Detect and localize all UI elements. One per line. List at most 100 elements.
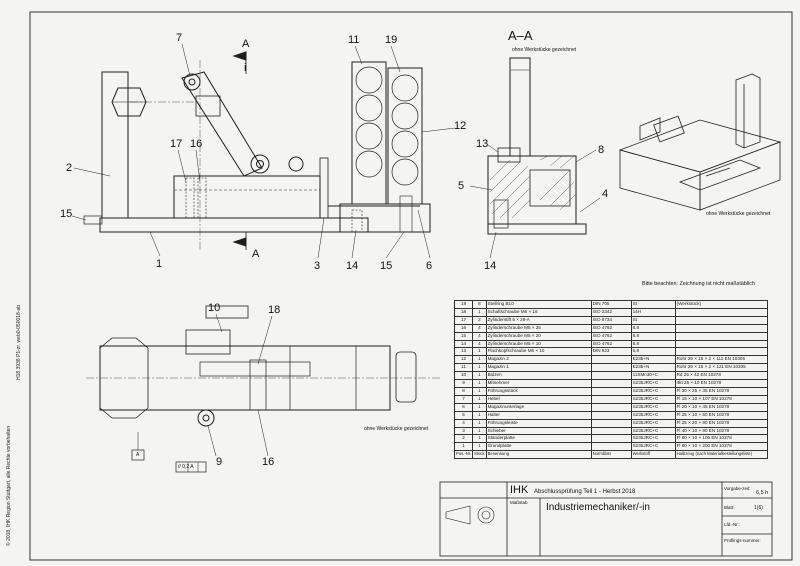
parts-cell-pos: 13 bbox=[453, 347, 474, 357]
parts-cell-blank bbox=[674, 307, 769, 317]
parts-cell-norm: ISO 8734 bbox=[590, 315, 632, 325]
parts-cell-norm: ISO 4762 bbox=[590, 323, 632, 333]
parts-cell-name: Benennung bbox=[485, 450, 592, 460]
title-time-value: 6,5 h bbox=[756, 490, 769, 496]
parts-cell-qty: 1 bbox=[472, 394, 487, 404]
parts-cell-mat: S235JRC+C bbox=[630, 418, 676, 428]
parts-cell-pos: 5 bbox=[453, 410, 474, 420]
parts-cell-pos: 10 bbox=[453, 371, 474, 381]
parts-cell-name: Halter bbox=[485, 410, 592, 420]
datum-label: A bbox=[136, 452, 140, 458]
parts-cell-norm bbox=[590, 363, 632, 373]
parts-cell-qty: 4 bbox=[472, 339, 487, 349]
parts-cell-mat: S235JRC+C bbox=[630, 434, 676, 444]
parts-cell-norm bbox=[590, 402, 632, 412]
parts-cell-name: Hebel bbox=[485, 394, 592, 404]
parts-cell-qty: 1 bbox=[472, 386, 487, 396]
title-main: Industriemechaniker/-in bbox=[546, 502, 650, 513]
parts-cell-name: Zylinderstift 5 × 28-A bbox=[485, 315, 592, 325]
parts-cell-name: Magazin 2 bbox=[485, 355, 592, 365]
parts-cell-blank bbox=[674, 339, 769, 349]
parts-cell-norm bbox=[590, 426, 632, 436]
parts-cell-pos: Pos.-Nr. bbox=[453, 450, 474, 460]
title-time-label: Vorgabe-zeit: bbox=[724, 486, 751, 491]
parts-cell-blank bbox=[674, 347, 769, 357]
balloon-16-plan: 16 bbox=[262, 456, 275, 468]
balloon-17: 17 bbox=[170, 138, 183, 150]
parts-cell-mat: S235JRC+C bbox=[630, 426, 676, 436]
section-mark-bottom: A bbox=[252, 248, 260, 260]
parts-cell-norm: DIN 923 bbox=[590, 347, 632, 357]
parts-cell-mat: S235JRC+C bbox=[630, 394, 676, 404]
parts-cell-norm: ISO 2342 bbox=[590, 307, 632, 317]
parts-cell-norm: DIN 705 bbox=[590, 300, 632, 309]
parts-cell-qty: 1 bbox=[472, 402, 487, 412]
parts-cell-name: Mitnehmer bbox=[485, 379, 592, 388]
parts-cell-blank: 4kt 25 × 10 EN 10278 bbox=[674, 379, 769, 388]
title-candidate-label: Prüflings-nummer: bbox=[724, 538, 761, 543]
parts-cell-mat: S235JRC+C bbox=[630, 386, 676, 396]
parts-cell-mat: S235JRC+C bbox=[630, 402, 676, 412]
balloon-3: 3 bbox=[314, 260, 321, 272]
parts-cell-norm bbox=[590, 371, 632, 381]
parts-cell-name: Führungsleiste bbox=[485, 418, 592, 428]
parts-cell-pos: 19 bbox=[453, 300, 474, 309]
parts-cell-qty: 4 bbox=[472, 331, 487, 341]
parts-cell-mat: 5.8 bbox=[630, 347, 676, 357]
parts-cell-qty: 2 bbox=[472, 315, 487, 325]
sheet-border bbox=[29, 11, 793, 561]
balloon-14: 14 bbox=[346, 260, 359, 272]
parts-cell-pos: 14 bbox=[453, 339, 474, 349]
parts-cell-pos: 3 bbox=[453, 426, 474, 436]
scale-note: Bitte beachten: Zeichnung ist nicht maßs… bbox=[642, 281, 755, 287]
parts-cell-norm bbox=[590, 418, 632, 428]
section-mark-top-sub: i bbox=[244, 62, 247, 74]
parts-cell-blank bbox=[674, 331, 769, 341]
balloon-1: 1 bbox=[156, 258, 163, 270]
plan-view bbox=[86, 305, 440, 473]
parts-cell-name: Zylinderschraube M5 × 25 bbox=[485, 323, 592, 333]
balloon-7: 7 bbox=[176, 32, 183, 44]
parts-cell-mat: S235JRC+C bbox=[630, 379, 676, 388]
parts-cell-qty: 1 bbox=[472, 442, 487, 452]
iso-note: ohne Werkstücke gezeichnet bbox=[706, 211, 771, 217]
title-block-frame bbox=[439, 481, 773, 557]
parts-cell-name: Ständerplatte bbox=[485, 434, 592, 444]
balloon-15-right: 15 bbox=[380, 260, 393, 272]
parts-cell-blank: Halbzeug (nach Materialbestellungsliste) bbox=[674, 450, 769, 460]
parts-cell-blank: Rohr 25 × 15 × 2 × 121 EN 10305 bbox=[674, 363, 769, 373]
parts-cell-qty: 1 bbox=[472, 379, 487, 388]
parts-cell-blank bbox=[674, 315, 769, 325]
parts-cell-pos: 16 bbox=[453, 323, 474, 333]
parts-cell-pos: 9 bbox=[453, 379, 474, 388]
balloon-4: 4 bbox=[602, 188, 609, 200]
parts-cell-norm bbox=[590, 355, 632, 365]
parts-cell-qty: 1 bbox=[472, 410, 487, 420]
parts-cell-name: Magazinunterlage bbox=[485, 402, 592, 412]
parts-cell-qty: 1 bbox=[472, 307, 487, 317]
parts-cell-pos: 12 bbox=[453, 355, 474, 365]
balloon-19: 19 bbox=[385, 34, 398, 46]
title-item-label: Lfd.-Nr.: bbox=[724, 522, 741, 527]
parts-cell-name: Magazin 1 bbox=[485, 363, 592, 373]
balloon-5: 5 bbox=[458, 180, 465, 192]
parts-cell-norm bbox=[590, 379, 632, 388]
title-sheet-label: Blatt: bbox=[724, 505, 735, 510]
parts-cell-qty: 1 bbox=[472, 363, 487, 373]
parts-cell-norm bbox=[590, 386, 632, 396]
parts-cell-blank: Fl 40 × 10 × 90 EN 10278 bbox=[674, 426, 769, 436]
parts-cell-pos: 2 bbox=[453, 434, 474, 444]
parts-cell-name: Grundplatte bbox=[485, 442, 592, 452]
parts-cell-qty: 1 bbox=[472, 426, 487, 436]
parts-cell-pos: 17 bbox=[453, 315, 474, 325]
section-mark-top: A bbox=[242, 38, 250, 50]
